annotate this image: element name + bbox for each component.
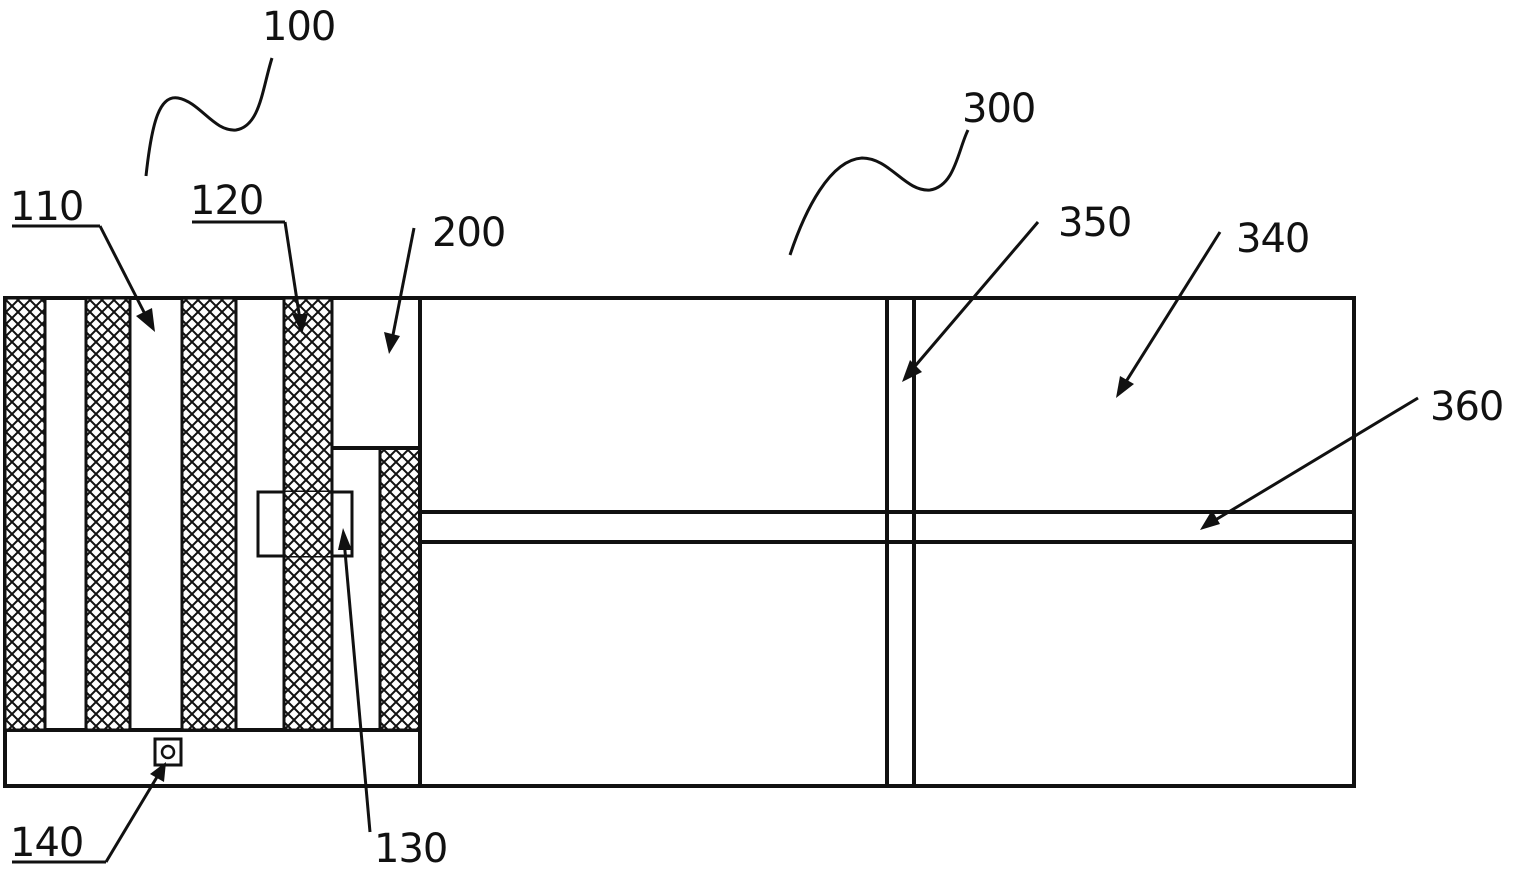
filter-column-5 bbox=[378, 446, 422, 732]
filter-column-3 bbox=[180, 296, 238, 732]
leader-340 bbox=[1116, 231, 1222, 398]
filter-column-1 bbox=[3, 296, 47, 732]
leader-130 bbox=[338, 528, 372, 833]
leader-110 bbox=[12, 224, 155, 332]
leader-300 bbox=[788, 129, 970, 256]
label-360: 360 bbox=[1430, 384, 1503, 430]
valve-140-box bbox=[153, 737, 183, 767]
label-340: 340 bbox=[1236, 216, 1309, 262]
leader-200 bbox=[384, 227, 416, 354]
leader-120 bbox=[192, 220, 308, 334]
rib-crossing bbox=[889, 514, 912, 540]
leader-360 bbox=[1200, 396, 1419, 530]
label-130: 130 bbox=[374, 826, 447, 871]
label-350: 350 bbox=[1058, 200, 1131, 246]
label-140: 140 bbox=[10, 820, 83, 866]
label-120: 120 bbox=[190, 178, 263, 224]
section-100-housing bbox=[3, 296, 422, 788]
leader-350 bbox=[902, 221, 1040, 382]
label-300: 300 bbox=[962, 86, 1035, 132]
label-110: 110 bbox=[10, 184, 83, 230]
filter-column-2 bbox=[84, 296, 132, 732]
section-300-tank bbox=[418, 296, 1356, 788]
label-200: 200 bbox=[432, 210, 505, 256]
leader-140 bbox=[12, 762, 166, 864]
valve-140-icon bbox=[160, 744, 176, 760]
bracket-130-mesh-overlap bbox=[284, 492, 332, 556]
leader-100 bbox=[144, 57, 274, 177]
label-100: 100 bbox=[262, 4, 335, 50]
